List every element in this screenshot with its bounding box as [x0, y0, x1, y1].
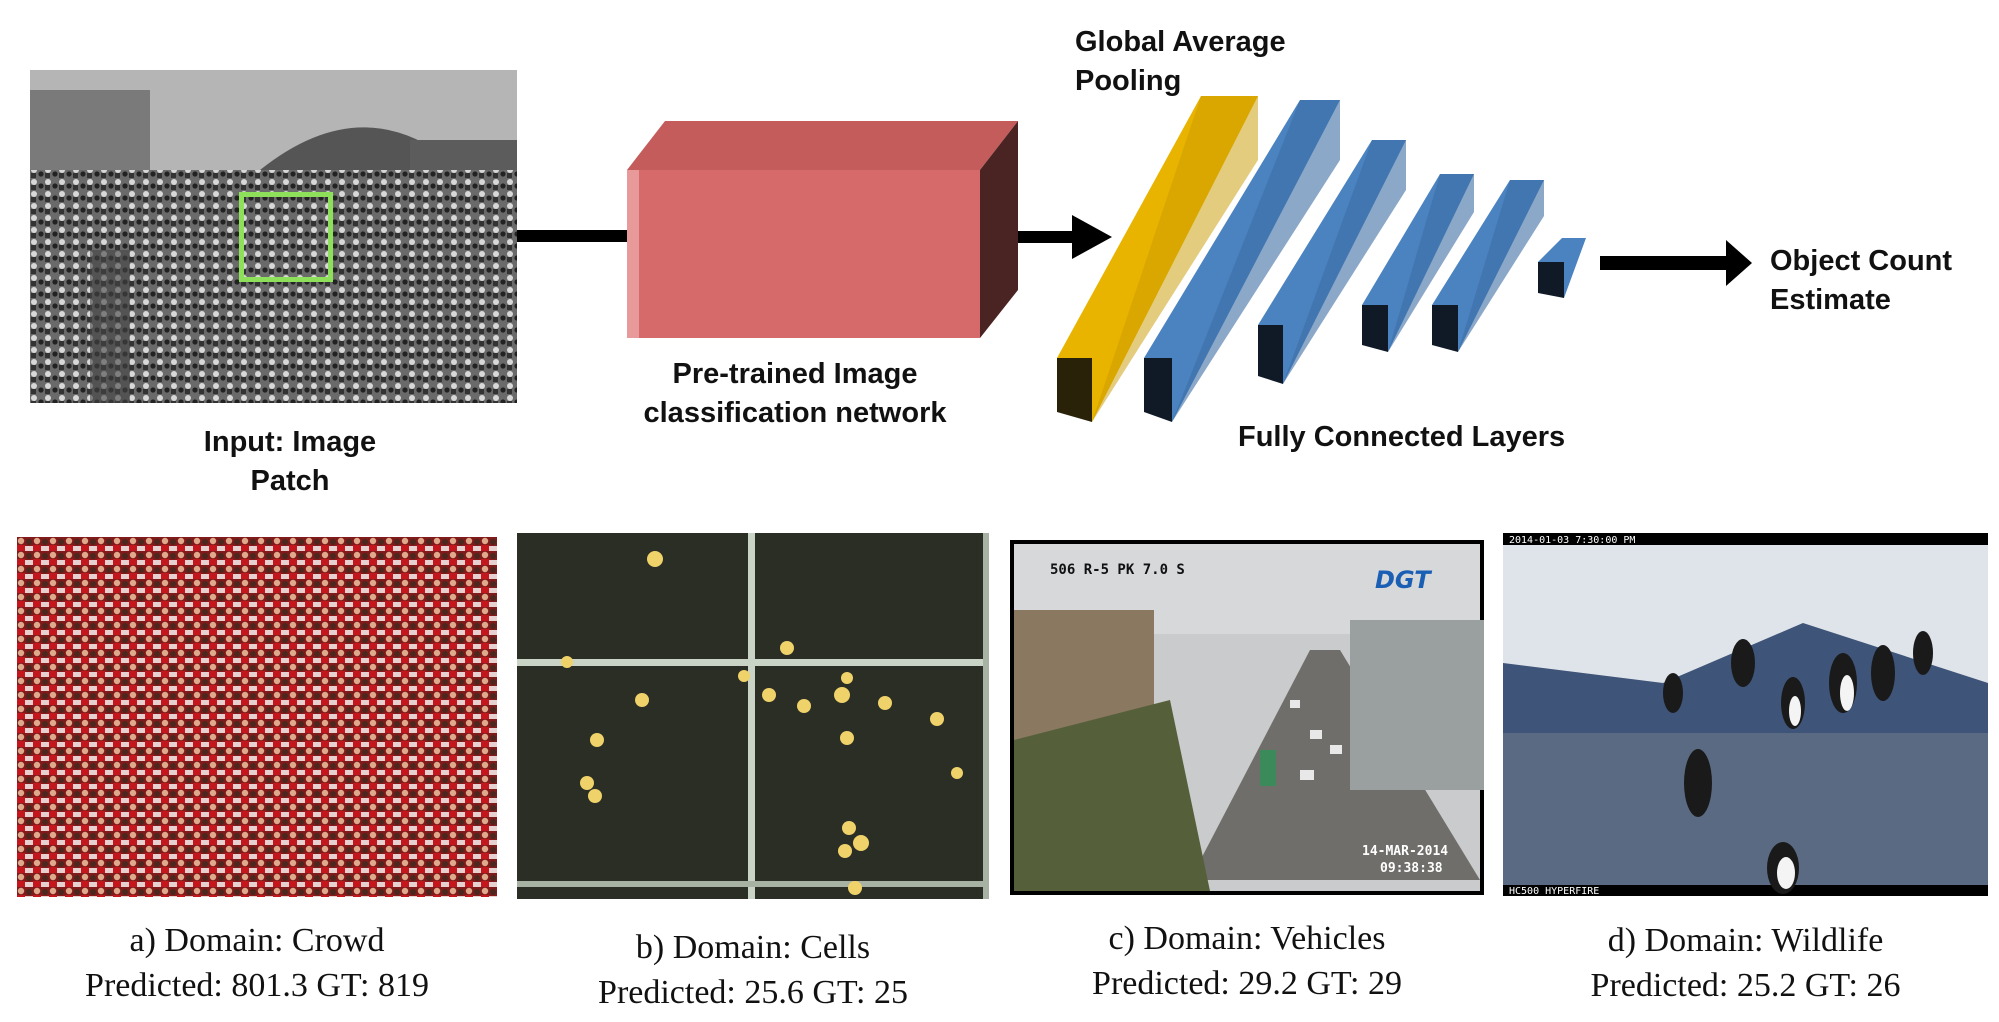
fc-layer-3 [1362, 174, 1474, 352]
pooling-layer [1057, 96, 1258, 422]
fc-layer-2 [1258, 140, 1406, 384]
caption-wildlife-domain: d) Domain: Wildlife [1607, 922, 1884, 959]
caption-vehicles-domain: c) Domain: Vehicles [1108, 920, 1386, 957]
patch-highlight-box [239, 192, 333, 282]
caption-crowd-result: Predicted: 801.3 GT: 819 [85, 967, 429, 1004]
network-label-line2: classification network [643, 397, 947, 429]
crowd-example-image [17, 537, 497, 897]
arrow-to-pooling [1018, 215, 1112, 259]
caption-cells-domain: b) Domain: Cells [635, 929, 871, 966]
pooling-label-line1: Global Average [1075, 26, 1286, 58]
vehicles-example-image: 506 R-5 PK 7.0 S DGT 14-MAR-2014 09:38:3… [1010, 540, 1484, 895]
traffic-date-text: 14-MAR-2014 [1362, 844, 1448, 859]
input-image [30, 70, 517, 403]
fc-label: Fully Connected Layers [1238, 421, 1566, 453]
arrow-to-output [1600, 240, 1752, 286]
dgt-logo: DGT [1375, 566, 1432, 594]
input-label-line2: Patch [250, 465, 330, 497]
caption-cells-result: Predicted: 25.6 GT: 25 [598, 974, 908, 1011]
caption-vehicles-result: Predicted: 29.2 GT: 29 [1092, 965, 1402, 1002]
output-label: Object Count Estimate [1770, 242, 1990, 320]
caption-crowd-domain: a) Domain: Crowd [129, 922, 385, 959]
traffic-time-text: 09:38:38 [1380, 861, 1443, 876]
cells-example-image [517, 533, 989, 899]
input-label-line1: Input: Image [203, 426, 377, 458]
fc-layer-4 [1432, 180, 1544, 352]
wildlife-camera-model: HC500 HYPERFIRE [1509, 886, 1599, 896]
caption-wildlife: d) Domain: Wildlife Predicted: 25.2 GT: … [1503, 918, 1988, 1008]
wildlife-timestamp: 2014-01-03 7:30:00 PM [1509, 535, 1635, 546]
connector-line [517, 230, 627, 242]
caption-cells: b) Domain: Cells Predicted: 25.6 GT: 25 [517, 925, 989, 1015]
network-block [627, 121, 1018, 338]
traffic-cam-top-text: 506 R-5 PK 7.0 S [1050, 562, 1185, 578]
output-label-line2: Estimate [1770, 284, 1891, 316]
caption-wildlife-result: Predicted: 25.2 GT: 26 [1590, 967, 1901, 1004]
caption-vehicles: c) Domain: Vehicles Predicted: 29.2 GT: … [1010, 916, 1484, 1006]
input-label: Input: Image Patch [160, 423, 420, 501]
pooling-label: Global Average Pooling [1075, 23, 1335, 101]
fc-layer-1 [1144, 100, 1340, 422]
network-label-line1: Pre-trained Image [672, 358, 918, 390]
fc-layer-5 [1538, 238, 1586, 298]
pooling-label-line2: Pooling [1075, 65, 1182, 97]
network-label: Pre-trained Image classification network [610, 355, 980, 433]
output-label-line1: Object Count [1770, 245, 1953, 277]
wildlife-example-image: 2014-01-03 7:30:00 PM HC500 HYPERFIRE [1503, 533, 1988, 896]
caption-crowd: a) Domain: Crowd Predicted: 801.3 GT: 81… [17, 918, 497, 1008]
